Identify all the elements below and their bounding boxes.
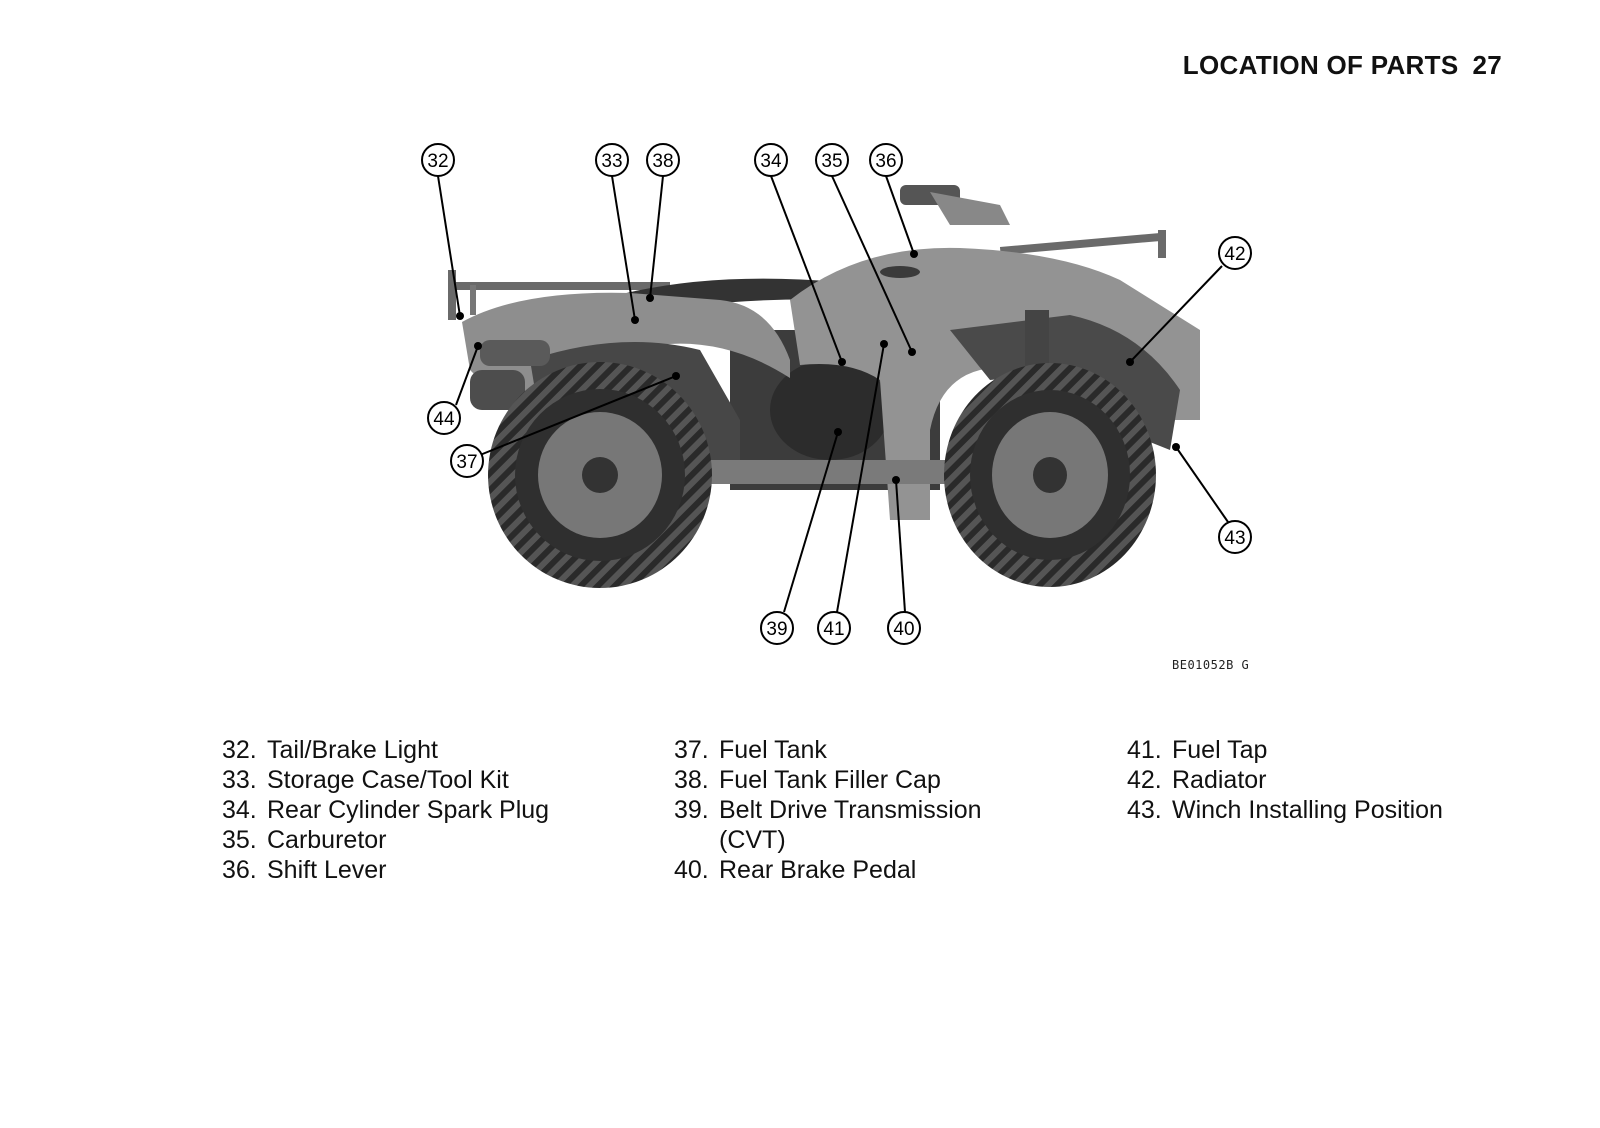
legend-number: 35. (222, 826, 257, 854)
figure-code: BE01052B G (1172, 658, 1250, 672)
callout-40: 40 (887, 611, 921, 645)
legend-item: 41. Fuel Tap (1127, 735, 1443, 765)
legend-item: 38. Fuel Tank Filler Cap (674, 765, 982, 795)
svg-text:43: 43 (1224, 528, 1245, 549)
legend-item: 40. Rear Brake Pedal (674, 855, 982, 885)
svg-text:34: 34 (760, 151, 782, 172)
legend-number: 43. (1127, 796, 1162, 824)
callout-32: 32 (421, 143, 455, 177)
legend-text: Fuel Tap (1172, 736, 1268, 764)
callout-35: 35 (815, 143, 849, 177)
legend-item: 37. Fuel Tank (674, 735, 982, 765)
atv-illustration (448, 185, 1200, 588)
legend-text: Tail/Brake Light (267, 736, 438, 764)
legend-text: Shift Lever (267, 856, 387, 884)
callout-44: 44 (427, 401, 461, 435)
callout-37: 37 (450, 444, 484, 478)
legend-column-1: 32. Tail/Brake Light 33. Storage Case/Tool… (222, 735, 549, 885)
svg-text:39: 39 (766, 619, 787, 640)
svg-text:40: 40 (893, 619, 914, 640)
legend-number: 38. (674, 766, 709, 794)
legend-item: 34. Rear Cylinder Spark Plug (222, 795, 549, 825)
legend-item: 33. Storage Case/Tool Kit (222, 765, 549, 795)
legend-text: Fuel Tank Filler Cap (719, 766, 941, 794)
legend-item: 36. Shift Lever (222, 855, 549, 885)
legend-number: 39. (674, 796, 709, 824)
svg-text:37: 37 (456, 452, 477, 473)
leader-dots (456, 250, 1180, 484)
legend-text: (CVT) (719, 826, 786, 854)
legend-text: Storage Case/Tool Kit (267, 766, 509, 794)
legend-text: Fuel Tank (719, 736, 827, 764)
legend-number: 41. (1127, 736, 1162, 764)
atv-figure: 32 33 38 34 35 36 42 44 37 43 39 41 40 (421, 143, 1252, 645)
legend-number (674, 825, 719, 855)
page-header: LOCATION OF PARTS 27 (1183, 50, 1502, 81)
callout-33: 33 (595, 143, 629, 177)
callout-34: 34 (754, 143, 788, 177)
legend-item: (CVT) (674, 825, 982, 855)
svg-text:41: 41 (823, 619, 844, 640)
legend-number: 34. (222, 796, 257, 824)
legend-item: 39. Belt Drive Transmission (674, 795, 982, 825)
legend-text: Rear Brake Pedal (719, 856, 917, 884)
svg-text:33: 33 (601, 151, 622, 172)
legend-number: 33. (222, 766, 257, 794)
legend-column-2: 37. Fuel Tank 38. Fuel Tank Filler Cap 39.… (674, 735, 982, 885)
callout-43: 43 (1218, 520, 1252, 554)
svg-text:35: 35 (821, 151, 842, 172)
svg-text:42: 42 (1224, 244, 1245, 265)
legend-number: 36. (222, 856, 257, 884)
callout-41: 41 (817, 611, 851, 645)
callout-36: 36 (869, 143, 903, 177)
callout-38: 38 (646, 143, 680, 177)
legend-number: 32. (222, 736, 257, 764)
legend-column-3: 41. Fuel Tap 42. Radiator 43. Winch Install… (1127, 735, 1443, 825)
legend-number: 37. (674, 736, 709, 764)
svg-text:38: 38 (652, 151, 673, 172)
callout-42: 42 (1218, 236, 1252, 270)
legend-item: 43. Winch Installing Position (1127, 795, 1443, 825)
legend-item: 35. Carburetor (222, 825, 549, 855)
legend-item: 42. Radiator (1127, 765, 1443, 795)
leader-lines (437, 175, 1229, 613)
legend-number: 42. (1127, 766, 1162, 794)
legend-text: Rear Cylinder Spark Plug (267, 796, 550, 824)
legend-text: Radiator (1172, 766, 1267, 794)
legend-text: Belt Drive Transmission (719, 796, 982, 824)
svg-text:44: 44 (433, 409, 455, 430)
svg-text:36: 36 (875, 151, 896, 172)
page-number: 27 (1472, 50, 1502, 80)
legend-number: 40. (674, 856, 709, 884)
callout-39: 39 (760, 611, 794, 645)
legend-text: Winch Installing Position (1172, 796, 1443, 824)
legend-text: Carburetor (267, 826, 387, 854)
legend-item: 32. Tail/Brake Light (222, 735, 549, 765)
svg-text:32: 32 (427, 151, 448, 172)
section-title: LOCATION OF PARTS (1182, 50, 1459, 80)
